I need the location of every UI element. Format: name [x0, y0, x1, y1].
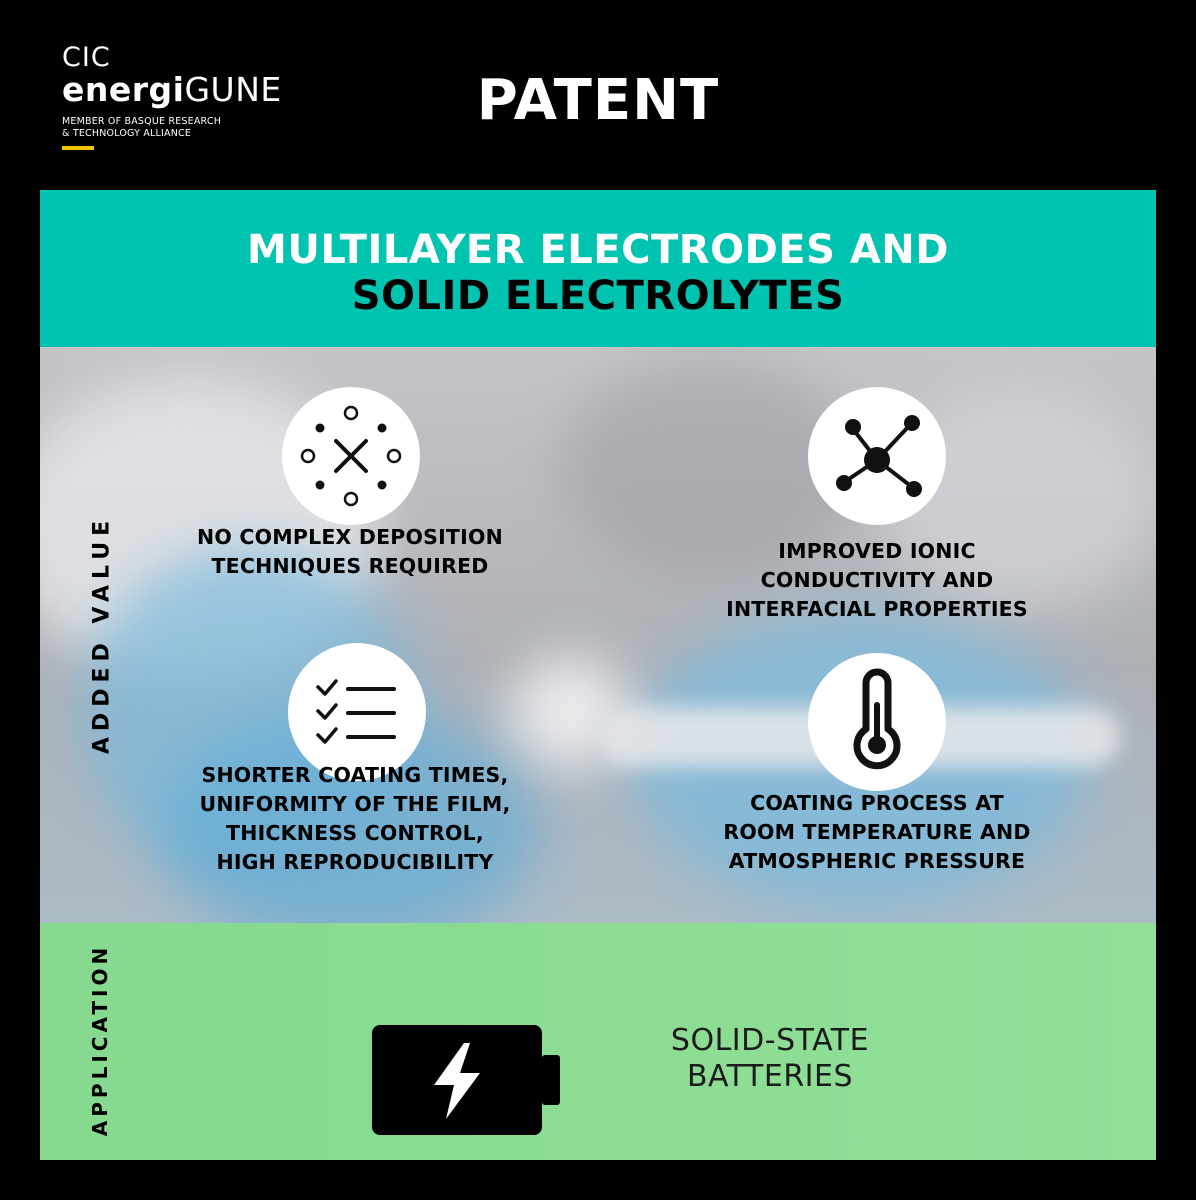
logo-brand: energiGUNE: [62, 72, 282, 108]
feature-room-temperature: COATING PROCESS AT ROOM TEMPERATURE AND …: [697, 789, 1057, 876]
application-line-2: BATTERIES: [686, 1059, 854, 1094]
added-value-label: ADDED VALUE: [89, 514, 115, 755]
page-title: PATENT: [476, 68, 720, 133]
application-label: APPLICATION: [88, 943, 112, 1137]
logo-brand-bold: energi: [62, 70, 185, 109]
checklist-icon: [288, 643, 426, 781]
application-line-1: SOLID-STATE: [670, 1023, 870, 1058]
feature-text: IMPROVED IONIC: [778, 539, 976, 563]
feature-text: NO COMPLEX DEPOSITION: [197, 525, 503, 549]
deposition-icon: [282, 387, 420, 525]
battery-icon: [372, 1025, 562, 1139]
logo-subtitle: MEMBER OF BASQUE RESEARCH & TECHNOLOGY A…: [62, 116, 282, 140]
feature-text: UNIFORMITY OF THE FILM,: [199, 792, 511, 816]
thermometer-icon: [808, 653, 946, 791]
application-text: SOLID-STATE BATTERIES: [600, 1023, 940, 1095]
logo-sub-line1: MEMBER OF BASQUE RESEARCH: [62, 116, 222, 127]
logo-cic: CIC: [62, 42, 111, 73]
feature-text: INTERFACIAL PROPERTIES: [726, 597, 1028, 621]
application-band: APPLICATION SOLID-STATE BATTERIES: [40, 923, 1156, 1160]
feature-text: ROOM TEMPERATURE AND: [723, 820, 1031, 844]
feature-text: COATING PROCESS AT: [750, 791, 1004, 815]
photo-overlay: [40, 347, 1156, 923]
feature-text: SHORTER COATING TIMES,: [201, 763, 509, 787]
feature-text: TECHNIQUES REQUIRED: [211, 554, 489, 578]
banner-line-1: MULTILAYER ELECTRODES AND: [247, 227, 949, 273]
logo-brand-rest: GUNE: [184, 70, 282, 109]
feature-deposition: NO COMPLEX DEPOSITION TECHNIQUES REQUIRE…: [170, 523, 530, 581]
feature-text: HIGH REPRODUCIBILITY: [216, 850, 494, 874]
logo: CIC energiGUNE MEMBER OF BASQUE RESEARCH…: [62, 44, 282, 150]
feature-text: THICKNESS CONTROL,: [226, 821, 484, 845]
molecule-icon: [808, 387, 946, 525]
background-photo: ADDED VALUE NO COMPLEX DEPOSITION TECHNI…: [40, 347, 1156, 923]
feature-coating-times: SHORTER COATING TIMES, UNIFORMITY OF THE…: [155, 761, 555, 877]
logo-sub-line2: & TECHNOLOGY ALLIANCE: [62, 128, 192, 139]
banner-line-2: SOLID ELECTROLYTES: [351, 273, 845, 319]
title-banner: MULTILAYER ELECTRODES AND SOLID ELECTROL…: [40, 190, 1156, 347]
feature-text: CONDUCTIVITY AND: [760, 568, 994, 592]
feature-text: ATMOSPHERIC PRESSURE: [728, 849, 1026, 873]
feature-conductivity: IMPROVED IONIC CONDUCTIVITY AND INTERFAC…: [697, 537, 1057, 624]
content-panel: MULTILAYER ELECTRODES AND SOLID ELECTROL…: [40, 190, 1156, 1160]
logo-accent-bar: [62, 146, 94, 150]
